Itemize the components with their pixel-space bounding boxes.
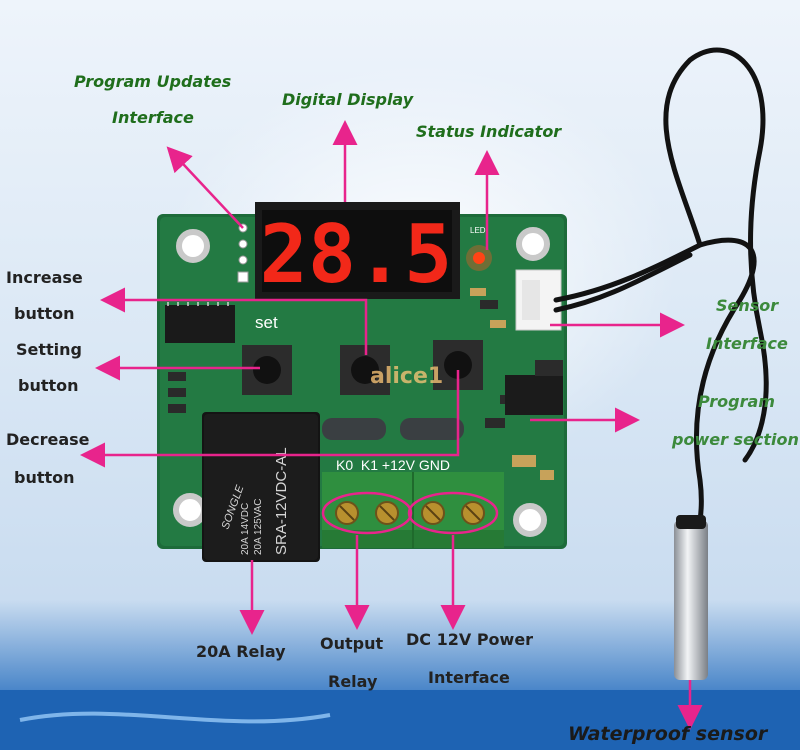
label-increase: Increase [6, 268, 83, 287]
status-led [473, 252, 485, 264]
sensor-cable [553, 47, 769, 563]
relay-rating-2: 20A 125VAC [253, 498, 264, 555]
waterproof-probe [674, 520, 708, 680]
relay-model-text: SRA-12VDC-AL [273, 447, 290, 555]
label-program-updates: Program Updates [74, 72, 232, 91]
watermark-text: alice1 [370, 364, 444, 389]
bottom-band [0, 690, 800, 750]
status-led-label: LED [470, 226, 486, 235]
voltage-regulator [505, 375, 563, 415]
label-digital-display: Digital Display [282, 90, 414, 109]
tactile-buttons [242, 340, 483, 395]
label-waterproof-sensor: Waterproof sensor [568, 723, 768, 745]
label-dc-power: DC 12V Power [406, 630, 534, 649]
label-20a-relay: 20A Relay [196, 642, 286, 661]
label-sensor: Sensor [716, 296, 779, 315]
relay-rating-1: 20A 14VDC [240, 503, 251, 555]
display-digits: 28.5 [260, 208, 453, 301]
label-decrease: Decrease [6, 430, 90, 449]
label-program-power: Program [698, 392, 775, 411]
relay-block [202, 412, 320, 562]
label-setting: Setting [16, 340, 82, 359]
label-sensor-interface: Interface [706, 334, 788, 353]
label-decrease-button: button [14, 468, 75, 487]
label-status-indicator: Status Indicator [416, 122, 562, 141]
label-output-relay: Relay [328, 672, 378, 691]
label-dc-power-interface: Interface [428, 668, 510, 687]
label-setting-button: button [18, 376, 79, 395]
label-output: Output [320, 634, 384, 653]
set-label: set [255, 313, 278, 332]
label-increase-button: button [14, 304, 75, 323]
terminal-block [322, 472, 504, 548]
label-program-power-section: power section [672, 430, 799, 449]
label-program-updates-interface: Interface [112, 108, 194, 127]
terminal-labels: K0 K1 +12V GND [336, 457, 450, 473]
